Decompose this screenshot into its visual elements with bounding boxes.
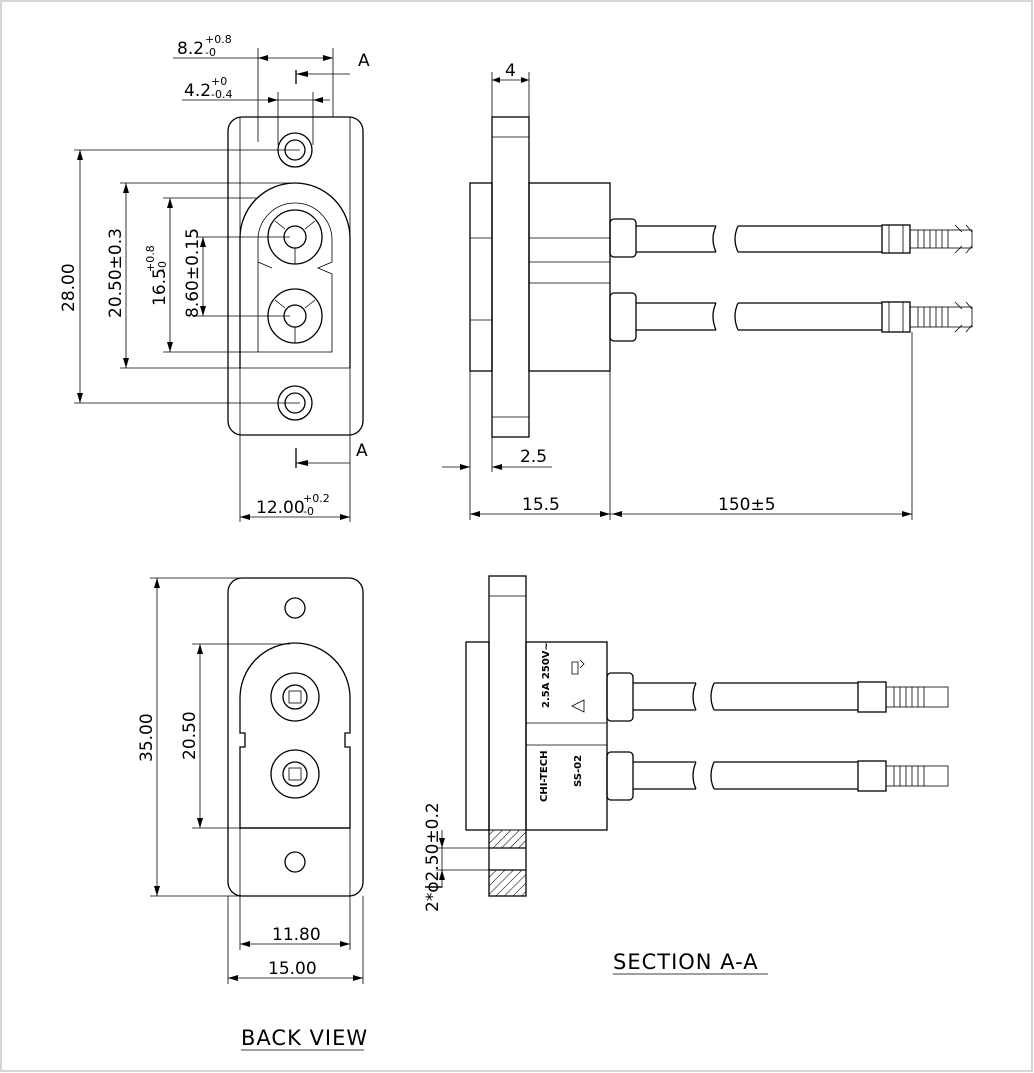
dim-12-tol-lower: -0 xyxy=(303,505,314,518)
dim-8-2-tol-lower: -0 xyxy=(205,46,216,59)
cable-upper-gland xyxy=(609,218,637,258)
dim-12: 12.00 +0.2 -0 xyxy=(239,435,351,522)
triangle-mark-icon xyxy=(571,699,585,713)
back-view: 35.00 20.50 11.80 15.00 xyxy=(137,577,368,1051)
back-terminal-lower-inner xyxy=(282,761,308,787)
side-flange xyxy=(491,116,530,438)
dim-15-value: 15.00 xyxy=(268,959,317,979)
section-marker-top: A xyxy=(295,51,370,84)
cable-upper-front xyxy=(636,225,717,253)
section-marker-bottom: A xyxy=(295,441,368,468)
back-terminal-upper-inner xyxy=(282,684,308,710)
dim-15-5-value: 15.5 xyxy=(522,495,560,515)
flange-outline xyxy=(227,116,364,436)
section-cable-lower-gland xyxy=(606,751,634,801)
dim-hole-value: 2*ϕ2.50±0.2 xyxy=(423,802,443,912)
back-mounting-hole-top xyxy=(284,597,306,619)
section-view: 2.5A 250V~ CHI-TECH SS-02 2*ϕ2.50±0. xyxy=(423,575,949,975)
rating-label: 2.5A 250V~ xyxy=(541,642,552,708)
cable-lower-gland xyxy=(609,292,637,342)
section-marker-bottom-label: A xyxy=(356,441,368,461)
back-terminal-lower-outer xyxy=(270,749,320,799)
back-socket-body xyxy=(239,642,351,829)
dim-16-5-tol-lower: -0 xyxy=(156,261,169,272)
dim-4-2-tol-lower: -0.4 xyxy=(211,88,232,101)
dim-11-80: 11.80 xyxy=(239,828,351,950)
section-cable-upper-gland xyxy=(606,672,634,722)
section-view-caption: SECTION A-A xyxy=(613,950,759,974)
section-front-lip xyxy=(465,641,490,831)
dim-4-value: 4 xyxy=(505,61,516,81)
dim-150: 150±5 xyxy=(610,332,913,520)
side-view: 4 2.5 15.5 150±5 xyxy=(442,61,973,520)
cable-lower-front xyxy=(636,302,717,331)
dim-20-50-front-value: 20.50±0.3 xyxy=(106,228,126,318)
cert-mark-icon xyxy=(571,659,585,675)
dim-8-60-value: 8.60±0.15 xyxy=(183,228,203,318)
dim-8-2-value: 8.2 xyxy=(177,39,204,59)
dim-4-2-value: 4.2 xyxy=(184,81,211,101)
dim-35-value: 35.00 xyxy=(137,713,157,762)
cable-upper-ferrule xyxy=(881,224,911,254)
dim-2-5-value: 2.5 xyxy=(520,447,547,467)
dim-150-value: 150±5 xyxy=(718,495,776,515)
dim-20-50-back: 20.50 xyxy=(180,643,290,829)
back-terminal-upper-outer xyxy=(270,672,320,722)
dim-4-2-tol-upper: +0 xyxy=(211,75,227,88)
brand-label: CHI-TECH xyxy=(539,751,550,802)
dim-12-value: 12.00 xyxy=(256,498,305,518)
cable-upper-terminal xyxy=(909,229,973,249)
side-body xyxy=(528,182,611,372)
model-label: SS-02 xyxy=(573,755,584,787)
dim-15: 15.00 xyxy=(227,896,364,984)
dim-28: 28.00 xyxy=(59,149,300,404)
dim-16-5-value: 16.5 xyxy=(150,268,170,306)
dim-28-value: 28.00 xyxy=(59,263,79,312)
dim-15-5: 15.5 xyxy=(470,371,611,520)
dim-11-80-value: 11.80 xyxy=(272,925,321,945)
section-hatch-top xyxy=(488,829,527,849)
cable-lower-ferrule xyxy=(881,301,911,333)
section-hatch-bottom xyxy=(488,869,527,897)
dim-4: 4 xyxy=(491,61,530,117)
front-view: 8.2 +0.8 -0 A 4.2 +0 -0.4 xyxy=(59,33,370,522)
dim-4-2: 4.2 +0 -0.4 xyxy=(182,75,330,145)
dim-8-2-tol-upper: +0.8 xyxy=(205,33,232,46)
section-marker-top-label: A xyxy=(358,51,370,71)
dim-20-50-back-value: 20.50 xyxy=(180,711,200,760)
section-cable-upper-ferrule xyxy=(857,681,887,713)
dim-8-2: 8.2 +0.8 -0 xyxy=(173,33,334,142)
dim-16-5: 16.5 +0.8 -0 xyxy=(144,197,258,353)
cable-lower-rear xyxy=(734,302,882,331)
dim-20-50-front: 20.50±0.3 xyxy=(106,182,300,369)
dim-hole: 2*ϕ2.50±0.2 xyxy=(423,802,489,912)
back-view-caption: BACK VIEW xyxy=(241,1026,368,1050)
cable-lower-terminal xyxy=(909,306,973,328)
dim-16-5-tol-upper: +0.8 xyxy=(144,245,157,272)
section-cable-lower-ferrule xyxy=(857,760,887,792)
dim-35: 35.00 xyxy=(137,577,240,897)
back-flange-outline xyxy=(227,577,364,897)
side-front-lip xyxy=(469,182,493,372)
dim-8-60: 8.60±0.15 xyxy=(183,228,290,318)
back-mounting-hole-bottom xyxy=(284,851,306,873)
section-body xyxy=(525,641,608,831)
cable-upper-rear xyxy=(734,225,882,253)
dim-2-5: 2.5 xyxy=(442,371,552,520)
dim-12-tol-upper: +0.2 xyxy=(303,492,330,505)
